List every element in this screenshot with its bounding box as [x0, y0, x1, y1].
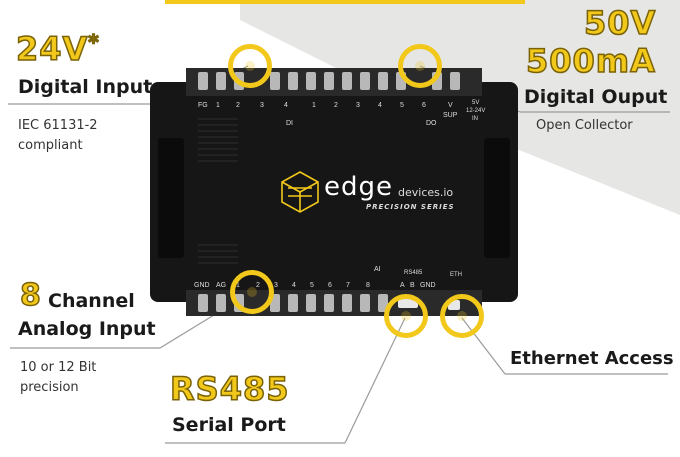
ai-number: 6 — [328, 282, 332, 289]
do-number: 1 — [312, 102, 316, 109]
di-number: 1 — [216, 102, 220, 109]
serial-port-label: Serial Port — [172, 414, 286, 436]
do-number: 6 — [422, 102, 426, 109]
label-fg: FG — [198, 102, 208, 109]
label-rs485: RS485 — [404, 270, 423, 276]
ethernet-label: Ethernet Access — [510, 348, 674, 369]
label-a: A — [400, 282, 405, 289]
rs485-value: RS485 — [169, 369, 290, 409]
label-gnd-rs485: GND — [420, 282, 436, 289]
do-number: 5 — [400, 102, 404, 109]
digital-input-note-2: compliant — [18, 138, 83, 153]
ethernet-highlight-ring — [440, 294, 484, 338]
di-number: 2 — [236, 102, 240, 109]
label-ag: AG — [216, 282, 227, 289]
do-number: 2 — [334, 102, 338, 109]
analog-input-note-2: precision — [20, 380, 79, 395]
ai-number: 8 — [366, 282, 370, 289]
device-series: PRECISION SERIES — [366, 203, 455, 211]
label-in: IN — [472, 116, 478, 122]
label-5v: 5V — [472, 100, 480, 106]
do-number: 3 — [356, 102, 360, 109]
ai-number: 4 — [292, 282, 296, 289]
analog-input-highlight-ring — [230, 270, 274, 314]
di-number: 3 — [260, 102, 264, 109]
ai-number: 5 — [310, 282, 314, 289]
device-brand: edge — [324, 172, 393, 202]
label-v: V — [448, 102, 453, 109]
do-number: 4 — [378, 102, 382, 109]
digital-input-voltage: 24V — [15, 29, 89, 69]
label-di: DI — [286, 120, 293, 127]
digital-output-voltage: 50V — [583, 3, 657, 43]
ai-number: 7 — [346, 282, 350, 289]
label-ai: AI — [374, 266, 381, 273]
digital-output-current: 500mA — [525, 41, 656, 81]
digital-output-label: Digital Ouput — [524, 86, 668, 108]
analog-input-label-1: Channel — [48, 290, 135, 312]
di-number: 4 — [284, 102, 288, 109]
rs485-highlight-ring — [384, 294, 428, 338]
label-b: B — [410, 282, 415, 289]
digital-input-label: Digital Input — [18, 76, 153, 98]
digital-input-highlight-ring — [228, 44, 272, 88]
ai-number: 3 — [274, 282, 278, 289]
label-gnd: GND — [194, 282, 210, 289]
label-eth: ETH — [450, 272, 462, 278]
label-12-24v: 12-24V — [466, 108, 486, 114]
digital-output-highlight-ring — [398, 44, 442, 88]
analog-input-count: 8 — [19, 277, 42, 314]
digital-input-asterisk: * — [88, 29, 100, 55]
digital-output-note: Open Collector — [536, 118, 633, 133]
device-module: edge devices.io PRECISION SERIES FG DI D… — [150, 68, 518, 316]
analog-input-note-1: 10 or 12 Bit — [20, 360, 97, 375]
device-brand-suffix: devices.io — [398, 186, 454, 199]
analog-input-label-2: Analog Input — [18, 318, 156, 340]
digital-input-value: 24V* — [15, 29, 100, 69]
digital-input-note-1: IEC 61131-2 — [18, 118, 98, 133]
label-sup: SUP — [443, 112, 458, 119]
label-do: DO — [426, 120, 437, 127]
